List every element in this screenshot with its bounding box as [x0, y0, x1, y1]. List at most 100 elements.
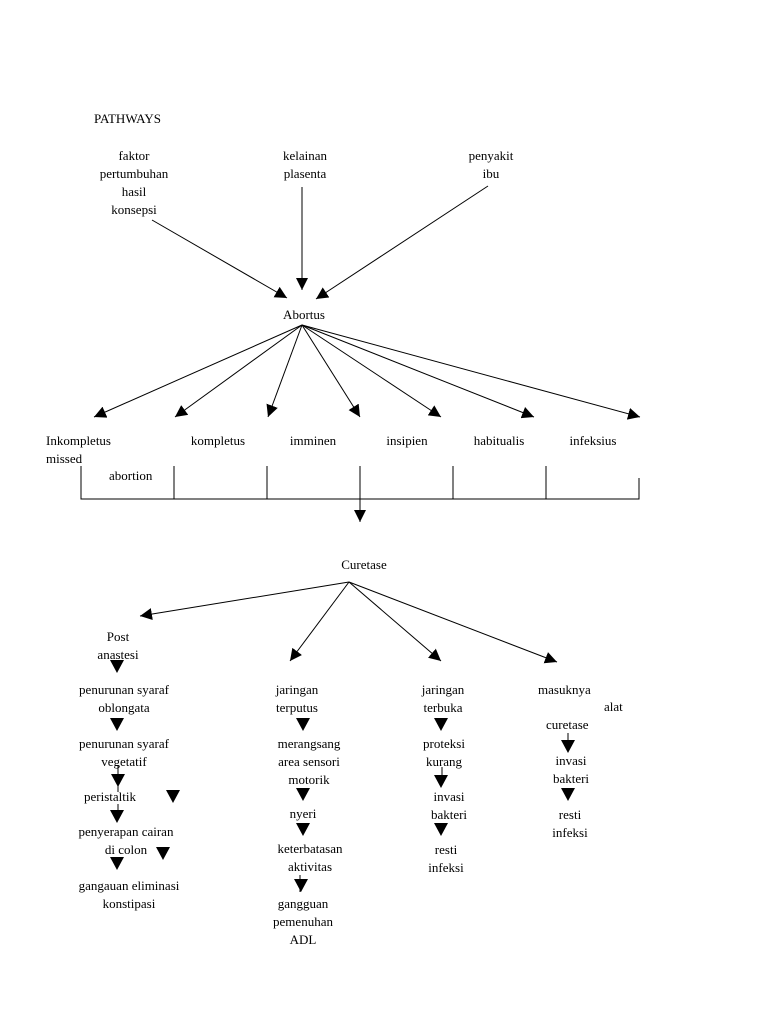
arrow-faktor-abortus — [151, 219, 288, 299]
node-c1n1-line: oblongata — [98, 700, 150, 715]
node-inkompletus-line: Inkompletus — [46, 433, 111, 448]
arrow-abortus-insipien — [301, 324, 361, 418]
node-curetase-alat: curetase — [546, 717, 589, 732]
node-gangguan-adl: gangguan pemenuhan ADL — [273, 895, 333, 949]
node-penurunan-vegetatif: penurunan syaraf vegetatif — [79, 735, 169, 771]
node-penyakit-line: ibu — [482, 166, 500, 181]
node-faktor-line: faktor — [118, 148, 150, 163]
arrowhead-col3-2 — [434, 775, 448, 788]
node-abortus: Abortus — [283, 307, 325, 322]
node-c3n3-line: bakteri — [430, 807, 468, 822]
arrowhead-col2-4 — [294, 879, 308, 892]
node-insipien: insipien — [386, 433, 428, 448]
node-c2n2-line: merangsang — [277, 736, 341, 751]
node-keterbatasan: keterbatasan aktivitas — [278, 840, 343, 876]
node-gangauan: gangauan eliminasi konstipasi — [79, 877, 180, 913]
arrowhead-col1-7 — [110, 857, 124, 870]
node-faktor-line: konsepsi — [111, 202, 157, 217]
node-post-line: anastesi — [97, 647, 139, 662]
arrow-curetase-masuknya — [348, 581, 558, 664]
node-c4n2-line: invasi — [555, 753, 587, 768]
node-c2n1-line: terputus — [276, 700, 318, 715]
arrowhead-col3-1 — [434, 718, 448, 731]
node-c4n3-line: resti — [558, 807, 582, 822]
node-habitualis: habitualis — [473, 433, 525, 448]
node-c3n3-line: invasi — [433, 789, 465, 804]
arrowhead-col1-1 — [110, 660, 124, 673]
arrow-abortus-imminen — [266, 324, 303, 418]
node-c1n1-line: penurunan syaraf — [79, 682, 169, 697]
page-title: PATHWAYS — [94, 111, 161, 126]
node-c1n2-line: penurunan syaraf — [79, 736, 169, 751]
arrowhead-col2-2 — [296, 788, 310, 801]
node-curetase: Curetase — [341, 557, 387, 572]
arrowhead-col4-2 — [561, 788, 575, 801]
node-penyakit-line: penyakit — [468, 148, 514, 163]
arrow-penyakit-abortus — [315, 185, 489, 300]
node-kelainan-line: plasenta — [283, 166, 327, 181]
node-penyerapan: penyerapan cairan di colon — [79, 823, 174, 859]
arrowhead-col1-2 — [110, 718, 124, 731]
arrow-abortus-inkompletus — [93, 324, 303, 418]
node-c1n5-line: gangauan eliminasi — [78, 878, 180, 893]
node-invasi-bakteri-3: invasi bakteri — [431, 788, 467, 824]
node-c2n2-line: area sensori — [278, 754, 340, 769]
node-c1n5-line: konstipasi — [102, 896, 156, 911]
arrowhead-col3-3 — [434, 823, 448, 836]
node-nyeri: nyeri — [289, 806, 317, 821]
node-c3n1-line: jaringan — [421, 682, 465, 697]
node-invasi-bakteri-4: invasi bakteri — [553, 752, 589, 788]
node-penyakit: penyakit ibu — [469, 147, 514, 183]
node-post-anastesi: Post anastesi — [97, 628, 138, 664]
arrowhead-col1-5 — [110, 810, 124, 823]
node-jaringan-terputus: jaringan terputus — [276, 681, 319, 717]
arrowhead-col1-3 — [111, 774, 125, 787]
node-c2n5-line: pemenuhan — [273, 914, 333, 929]
node-c2n4-line: keterbatasan — [277, 841, 343, 856]
arrow-curetase-post — [139, 581, 350, 620]
node-resti-infeksi-4: resti infeksi — [552, 806, 587, 842]
node-faktor: faktor pertumbuhan hasil konsepsi — [100, 147, 169, 219]
node-post-line: Post — [106, 629, 130, 644]
node-c2n5-line: ADL — [289, 932, 317, 947]
node-c3n2-line: proteksi — [423, 736, 465, 751]
arrowhead-col2-1 — [296, 718, 310, 731]
node-imminen: imminen — [289, 433, 337, 448]
node-abortion: abortion — [109, 468, 153, 483]
node-c2n4-line: aktivitas — [287, 859, 333, 874]
node-c2n1-line: jaringan — [275, 682, 319, 697]
node-faktor-line: pertumbuhan — [99, 166, 169, 181]
node-c2n5-line: gangguan — [277, 896, 329, 911]
node-c1n2-line: vegetatif — [101, 754, 147, 769]
node-penurunan-oblongata: penurunan syaraf oblongata — [79, 681, 169, 717]
node-inkompletus-line: missed — [46, 451, 83, 466]
node-jaringan-terbuka: jaringan terbuka — [422, 681, 465, 717]
node-c3n1-line: terbuka — [423, 700, 463, 715]
arrowhead-col1-6 — [156, 847, 170, 860]
node-peristaltik: peristaltik — [84, 789, 136, 804]
node-c3n4-line: resti — [434, 842, 458, 857]
node-proteksi: proteksi kurang — [423, 735, 465, 771]
arrow-abortus-habitualis — [301, 324, 442, 418]
arrow-abortus-kompletus — [174, 324, 303, 418]
node-masuknya: masuknya — [538, 682, 591, 697]
node-c1n4-line: penyerapan cairan — [78, 824, 174, 839]
arrowhead-col1-4 — [166, 790, 180, 803]
node-c3n4-line: infeksi — [428, 860, 464, 875]
node-kelainan-line: kelainan — [282, 148, 328, 163]
arrow-curetase-jaringan-terputus — [289, 581, 350, 662]
arrow-abortus-habitualis2 — [301, 324, 535, 419]
node-kelainan: kelainan plasenta — [283, 147, 327, 183]
node-alat: alat — [604, 699, 623, 714]
node-c4n2-line: bakteri — [552, 771, 590, 786]
node-merangsang: merangsang area sensori motorik — [278, 735, 341, 789]
node-c2n2-line: motorik — [288, 772, 330, 787]
node-faktor-line: hasil — [121, 184, 147, 199]
node-c1n4-line: di colon — [104, 842, 148, 857]
arrowhead-col2-3 — [296, 823, 310, 836]
node-inkompletus: Inkompletus missed — [46, 432, 111, 468]
node-kompletus: kompletus — [190, 433, 246, 448]
node-c3n2-line: kurang — [425, 754, 463, 769]
arrow-curetase-jaringan-terbuka — [348, 581, 442, 662]
